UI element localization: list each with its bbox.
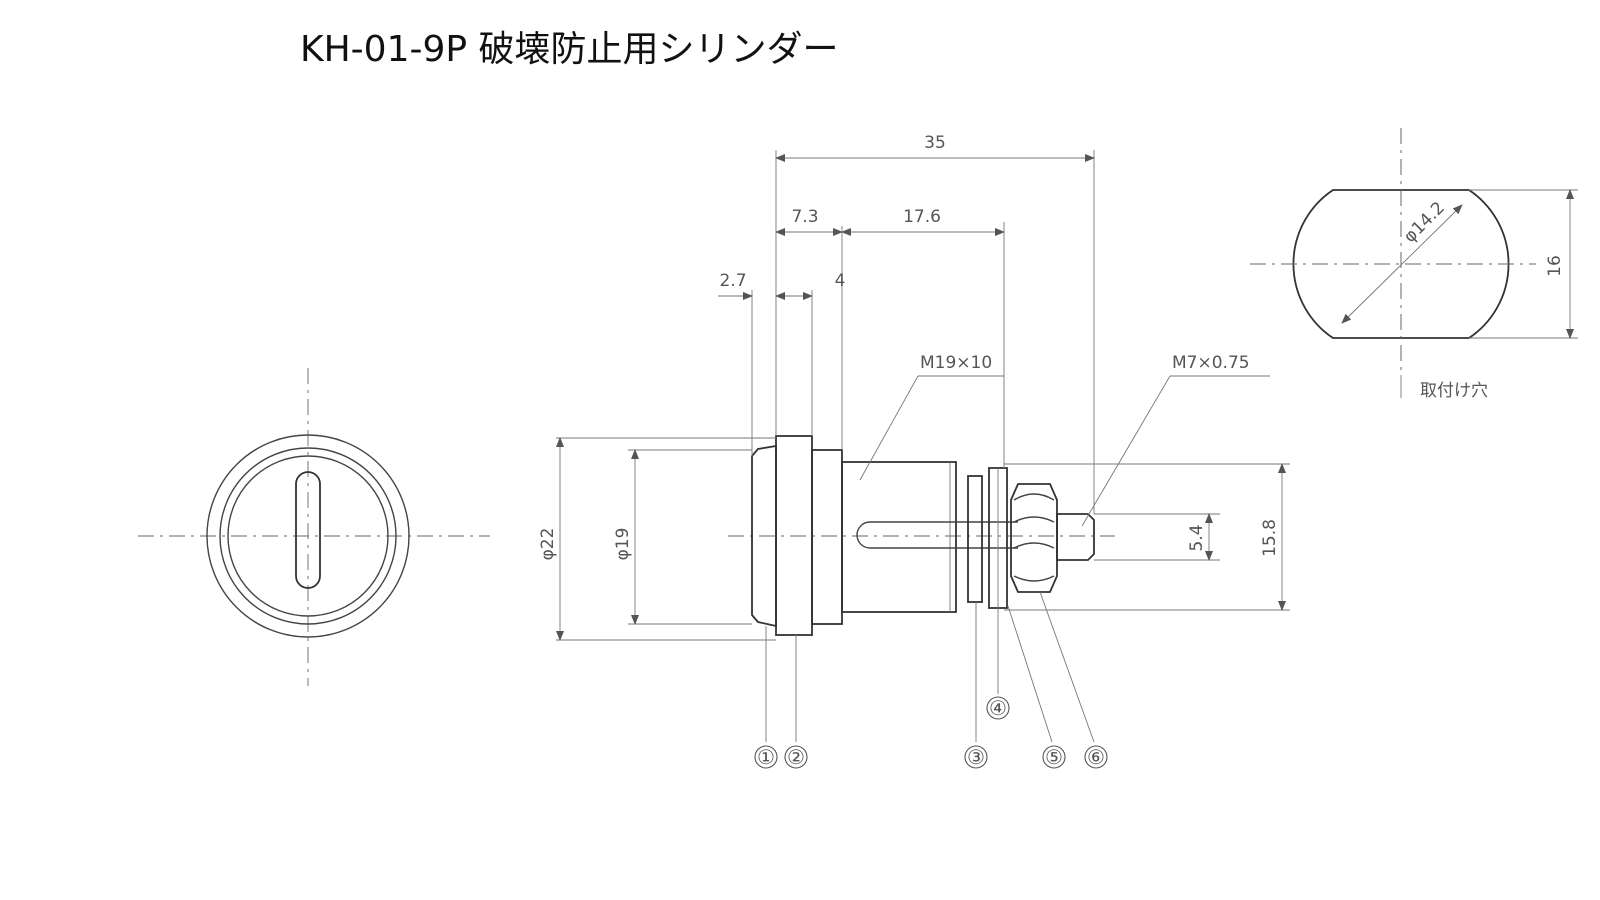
- part-6-tail: [1056, 513, 1095, 561]
- dim-35: 35: [924, 133, 946, 153]
- part-3-washer: [967, 475, 983, 603]
- part-number-4: ④: [989, 696, 1007, 720]
- dim-phi-19: φ19: [613, 528, 633, 561]
- dim-7-3: 7.3: [791, 207, 818, 227]
- dimensions-right: 5.4 15.8: [1004, 463, 1290, 611]
- mounting-hole-view: φ14.2 16 取付け穴: [1250, 128, 1578, 401]
- key-slot: [295, 471, 321, 589]
- dimensions-top: 35 7.3 17.6 2.7 4 M19×10 M7×0.75: [718, 133, 1270, 527]
- dim-15-8: 15.8: [1260, 519, 1280, 557]
- dim-2-7: 2.7: [719, 271, 746, 291]
- part-5-nut: [1010, 483, 1058, 593]
- dim-4: 4: [835, 271, 846, 291]
- dim-17-6: 17.6: [903, 207, 941, 227]
- mounting-hole-label: 取付け穴: [1420, 381, 1488, 401]
- front-view: [138, 368, 490, 686]
- part-2-flange: [775, 435, 813, 636]
- dim-5-4: 5.4: [1187, 524, 1207, 551]
- part-number-6: ⑥: [1087, 745, 1105, 769]
- part-number-1: ①: [757, 745, 775, 769]
- front-inner-circle: [227, 455, 389, 617]
- dim-phi-22: φ22: [538, 528, 558, 561]
- front-outer-circle: [206, 434, 410, 638]
- side-view: [728, 435, 1115, 636]
- dimensions-left: φ22 φ19: [538, 437, 776, 641]
- thread-m19: M19×10: [920, 353, 992, 373]
- page-title: KH-01-9P 破壊防止用シリンダー: [300, 29, 839, 70]
- part-number-5: ⑤: [1045, 745, 1063, 769]
- dim-16: 16: [1545, 255, 1565, 277]
- cylinder-body: [811, 449, 843, 625]
- dim-phi-14-2: φ14.2: [1400, 198, 1449, 247]
- part-number-3: ③: [967, 745, 985, 769]
- part-leaders: [765, 591, 1095, 743]
- front-middle-circle: [219, 447, 397, 625]
- part-number-2: ②: [787, 745, 805, 769]
- threaded-body: [841, 461, 957, 613]
- thread-m7: M7×0.75: [1172, 353, 1250, 373]
- part-numbers: ① ② ③ ④ ⑤ ⑥: [754, 696, 1108, 769]
